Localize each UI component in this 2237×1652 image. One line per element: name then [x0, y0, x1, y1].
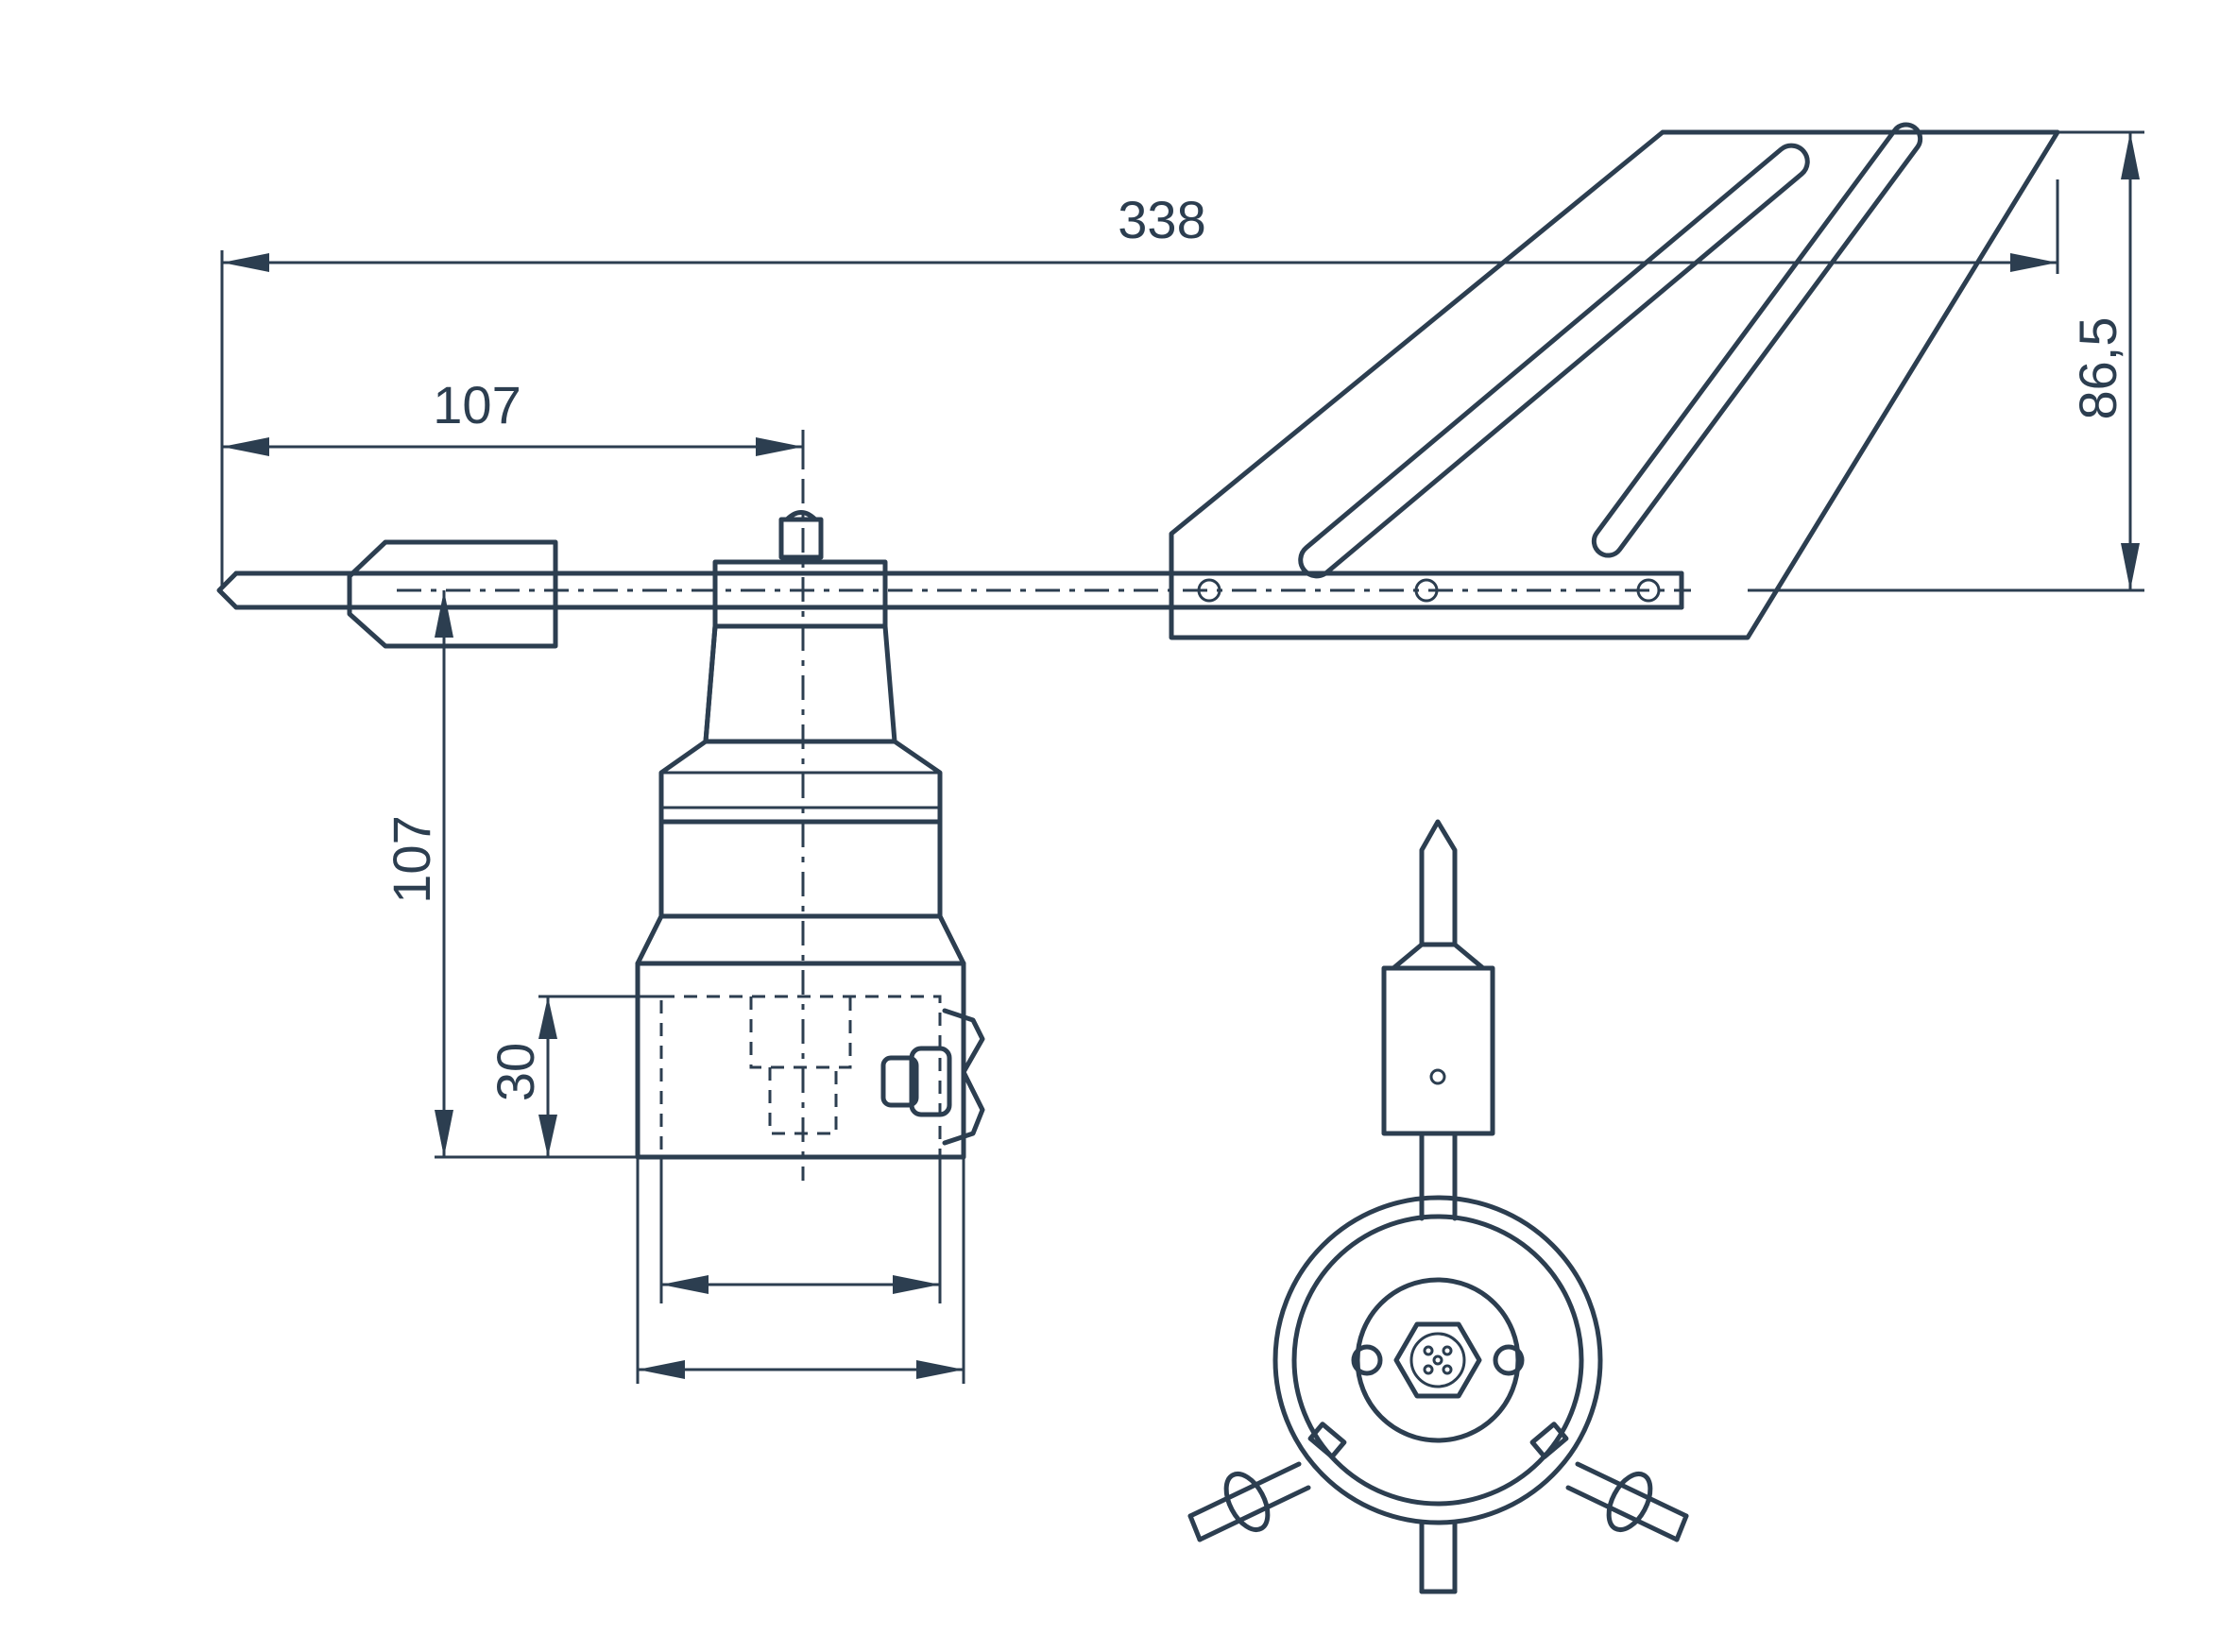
clamp-screw — [880, 1008, 985, 1146]
dimension-30: 30 — [486, 1043, 545, 1101]
dimension-86-5: 86,5 — [2068, 317, 2127, 420]
sensor-housing — [635, 510, 966, 1160]
dimension-107-vertical: 107 — [382, 815, 441, 903]
hidden-bore — [659, 995, 942, 1159]
side-view — [216, 122, 2060, 1181]
tail-fin — [1169, 122, 2060, 640]
bottom-view — [1187, 819, 1689, 1594]
bottom-clamp-screws — [1187, 1461, 1689, 1542]
counterweight — [347, 539, 558, 649]
dimension-338: 338 — [1118, 190, 1205, 249]
dimension-lines — [220, 130, 2144, 1384]
dimension-107-horizontal: 107 — [433, 375, 521, 434]
